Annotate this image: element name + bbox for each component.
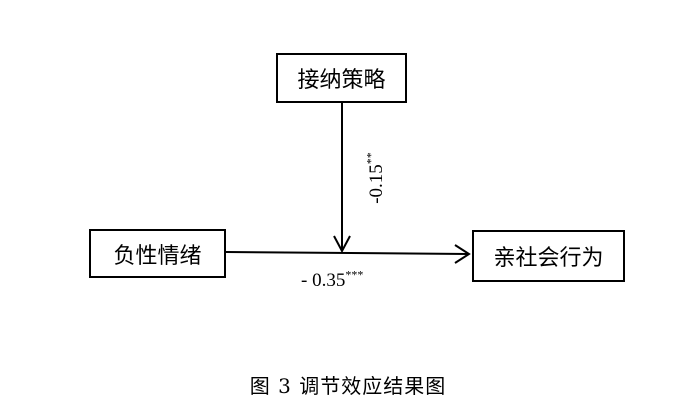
outcome-label: 亲社会行为: [493, 246, 604, 271]
figure-caption: 图 3 调节效应结果图: [249, 374, 447, 398]
moderator-box: 接纳策略: [276, 53, 407, 103]
mod-coef-stars: **: [363, 152, 378, 165]
main-coef-stars: ***: [345, 267, 364, 282]
outcome-box: 亲社会行为: [472, 230, 625, 282]
mod-coef-value: -0.15: [366, 164, 387, 204]
main-coef-value: - 0.35: [301, 270, 346, 291]
main-path-coefficient: - 0.35***: [301, 267, 364, 292]
main-path-arrow: [225, 251, 469, 255]
predictor-label: 负性情绪: [113, 243, 202, 269]
moderation-path-arrowhead: [333, 235, 351, 254]
predictor-box: 负性情绪: [89, 229, 226, 278]
moderation-path-coefficient: -0.15**: [363, 152, 388, 204]
moderator-label: 接纳策略: [297, 68, 386, 93]
main-path-arrowhead: [454, 244, 471, 264]
